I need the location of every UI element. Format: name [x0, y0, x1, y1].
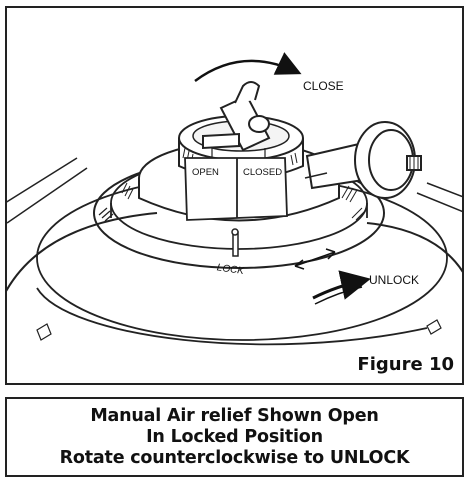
- rim-tabs: [36, 207, 442, 341]
- close-arrow: [194, 52, 302, 83]
- closed-label: CLOSED: [243, 167, 282, 178]
- lock-indicator-pin: [231, 228, 239, 257]
- caption-panel: Manual Air relief Shown Open In Locked P…: [5, 397, 464, 477]
- figure-label: Figure 10: [357, 354, 454, 375]
- caption-line-1: Manual Air relief Shown Open: [90, 405, 379, 426]
- figure-panel: OPEN CLOSED CLOSE LOCK UNL: [5, 6, 464, 385]
- air-relief-lever: [202, 81, 271, 152]
- rotate-double-arrow: [294, 248, 336, 270]
- unlock-label: UNLOCK: [369, 273, 419, 287]
- caption-line-3: Rotate counterclockwise to UNLOCK: [59, 447, 410, 468]
- collar-hatching: [121, 182, 367, 221]
- air-relief-valve-diagram: OPEN CLOSED CLOSE LOCK UNL: [7, 52, 462, 346]
- caption-line-2: In Locked Position: [146, 426, 323, 447]
- open-closed-panel: [184, 148, 288, 221]
- lock-label: LOCK: [216, 262, 246, 277]
- open-label: OPEN: [192, 167, 219, 178]
- side-knob: [304, 121, 422, 199]
- close-label: CLOSE: [303, 79, 344, 93]
- unlock-arrow: [312, 270, 371, 300]
